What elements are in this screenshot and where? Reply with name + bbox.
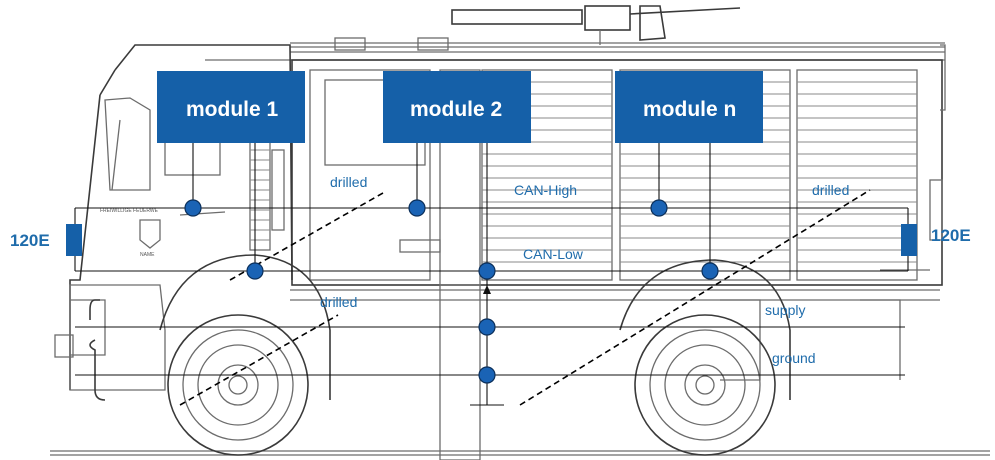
left-terminator-resistor xyxy=(66,224,82,256)
ground-label: ground xyxy=(772,350,816,366)
drilled-label-3: drilled xyxy=(812,182,849,198)
module-n: module n xyxy=(615,71,763,143)
module-n-can-low-node xyxy=(701,262,719,280)
supply-label: supply xyxy=(765,302,805,318)
module-2-can-low-node xyxy=(478,262,496,280)
module-2-can-high-node xyxy=(408,199,426,217)
module-2: module 2 xyxy=(383,71,531,143)
rear-wheel xyxy=(619,259,791,456)
name-plate: NAME xyxy=(140,252,155,258)
drilled-label-2: drilled xyxy=(320,294,357,310)
roof-rail xyxy=(205,5,945,61)
module-2-label: module 2 xyxy=(410,98,502,121)
module-1-can-high-node xyxy=(184,199,202,217)
module-1-can-low-node xyxy=(246,262,264,280)
module-2-supply-node xyxy=(478,318,496,336)
module-n-label: module n xyxy=(643,98,736,121)
right-terminator-label: 120E xyxy=(931,226,971,245)
door-lettering: FREIWILLIGE FEUERWE xyxy=(100,208,159,214)
module-1: module 1 xyxy=(157,71,305,143)
can-high-label: CAN-High xyxy=(514,182,577,198)
module-2-ground-node xyxy=(478,366,496,384)
drilled-label-1: drilled xyxy=(330,174,367,190)
can-low-label: CAN-Low xyxy=(523,246,584,262)
drilled-path-2 xyxy=(179,314,339,406)
drilled-path-3 xyxy=(519,189,871,406)
module-1-label: module 1 xyxy=(186,98,279,121)
module-n-can-high-node xyxy=(650,199,668,217)
right-terminator-resistor xyxy=(901,224,917,256)
arrow-up-icon xyxy=(483,285,491,294)
left-terminator-label: 120E xyxy=(10,231,50,250)
